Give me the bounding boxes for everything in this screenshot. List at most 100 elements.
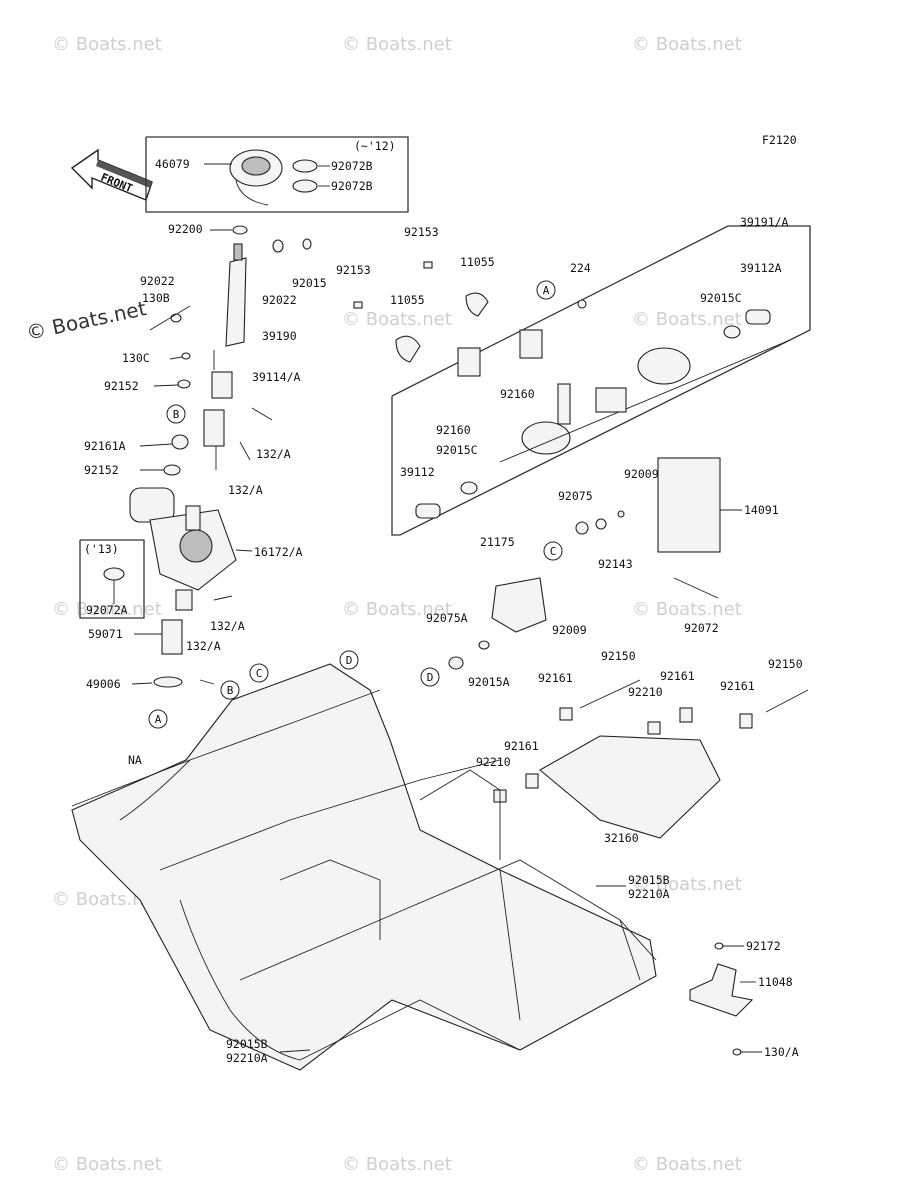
label-92075a: 92075A xyxy=(426,611,468,625)
label-130c: 130C xyxy=(122,351,150,365)
steering-rack xyxy=(353,261,791,519)
watermark-3: © Boats.net xyxy=(632,34,742,55)
watermark-5: © Boats.net xyxy=(342,309,452,330)
watermark-1: © Boats.net xyxy=(52,34,162,55)
svg-text:C: C xyxy=(256,667,263,680)
svg-text:A: A xyxy=(543,284,550,297)
front-arrow-icon: FRONT xyxy=(70,148,153,201)
group-box-top: (~'12) xyxy=(145,136,409,213)
label-92015a: 92015A xyxy=(468,675,510,689)
controller-area xyxy=(448,457,742,670)
label-132a-3: 132/A xyxy=(210,619,245,633)
label-92160-a: 92160 xyxy=(500,387,535,401)
steering-column xyxy=(149,225,312,476)
label-92161-a: 92161 xyxy=(538,671,573,685)
label-92072b-1: 92072B xyxy=(331,159,373,173)
watermark-15: © Boats.net xyxy=(632,1154,742,1175)
figure-code: F2120 xyxy=(762,133,797,147)
label-130b: 130B xyxy=(142,291,170,305)
label-92150-a: 92150 xyxy=(601,649,636,663)
callout-B-1: B xyxy=(166,404,186,424)
watermark-14: © Boats.net xyxy=(342,1154,452,1175)
main-frame xyxy=(71,663,657,1071)
bracket-11048 xyxy=(689,942,762,1056)
watermark-12: © Boats.net xyxy=(632,874,742,895)
label-92153-a: 92153 xyxy=(404,225,439,239)
watermark-13: © Boats.net xyxy=(52,1154,162,1175)
callout-C-2: C xyxy=(543,541,563,561)
label-92072: 92072 xyxy=(684,621,719,635)
group-box-left: ('13) xyxy=(79,539,145,619)
label-92161-c: 92161 xyxy=(720,679,755,693)
callout-C-1: C xyxy=(249,663,269,683)
label-132a-2: 132/A xyxy=(228,483,263,497)
watermark-9: © Boats.net xyxy=(632,599,742,620)
label-39112: 39112 xyxy=(400,465,435,479)
label-14091: 14091 xyxy=(744,503,779,517)
callout-B-2: B xyxy=(220,680,240,700)
svg-text:C: C xyxy=(550,545,557,558)
label-92015b-a: 92015B xyxy=(628,873,670,887)
label-92022-b: 92022 xyxy=(262,293,297,307)
label-92172: 92172 xyxy=(746,939,781,953)
callout-A-2: A xyxy=(536,280,556,300)
label-39191a: 39191/A xyxy=(740,215,789,229)
svg-text:B: B xyxy=(173,408,180,421)
label-92072a: 92072A xyxy=(86,603,128,617)
watermark-4: © Boats.net xyxy=(24,296,148,345)
label-130a: 130/A xyxy=(764,1045,799,1059)
rear-arm-group xyxy=(493,679,809,839)
label-92210a-b: 92210A xyxy=(226,1051,268,1065)
lower-joint xyxy=(153,595,233,688)
label-92143: 92143 xyxy=(598,557,633,571)
label-92150-b: 92150 xyxy=(768,657,803,671)
svg-text:B: B xyxy=(227,684,234,697)
rack-boundary xyxy=(391,225,811,536)
label-92009-b: 92009 xyxy=(552,623,587,637)
frame-label-na: NA xyxy=(128,753,142,767)
label-92152-b: 92152 xyxy=(84,463,119,477)
label-92160-b: 92160 xyxy=(436,423,471,437)
label-92075: 92075 xyxy=(558,489,593,503)
callout-A-1: A xyxy=(148,709,168,729)
label-92015c-a: 92015C xyxy=(700,291,742,305)
label-39190: 39190 xyxy=(262,329,297,343)
label-92210a-a: 92210A xyxy=(628,887,670,901)
group-note-left: ('13) xyxy=(84,542,119,556)
callout-D-1: D xyxy=(339,650,359,670)
label-132a-1: 132/A xyxy=(256,447,291,461)
label-92009-a: 92009 xyxy=(624,467,659,481)
label-11055-b: 11055 xyxy=(390,293,425,307)
label-11048: 11048 xyxy=(758,975,793,989)
watermark-2: © Boats.net xyxy=(342,34,452,55)
label-92022-a: 92022 xyxy=(140,274,175,288)
steering-gearbox xyxy=(129,487,253,611)
watermark-8: © Boats.net xyxy=(342,599,452,620)
svg-text:A: A xyxy=(155,713,162,726)
label-92015b-b: 92015B xyxy=(226,1037,268,1051)
label-92161-d: 92161 xyxy=(504,739,539,753)
label-46079: 46079 xyxy=(155,157,190,171)
label-32160: 32160 xyxy=(604,831,639,845)
label-39112a: 39112A xyxy=(740,261,782,275)
label-11055-a: 11055 xyxy=(460,255,495,269)
label-92210-a: 92210 xyxy=(628,685,663,699)
watermark-6: © Boats.net xyxy=(632,309,742,330)
label-92153-b: 92153 xyxy=(336,263,371,277)
callout-D-2: D xyxy=(420,667,440,687)
svg-text:D: D xyxy=(346,654,353,667)
label-92152-a: 92152 xyxy=(104,379,139,393)
label-21175: 21175 xyxy=(480,535,515,549)
label-224: 224 xyxy=(570,261,591,275)
label-92161-b: 92161 xyxy=(660,669,695,683)
label-59071: 59071 xyxy=(88,627,123,641)
label-16172a: 16172/A xyxy=(254,545,303,559)
label-92072b-2: 92072B xyxy=(331,179,373,193)
label-92200: 92200 xyxy=(168,222,203,236)
label-49006: 49006 xyxy=(86,677,121,691)
label-132a-4: 132/A xyxy=(186,639,221,653)
label-92161a: 92161A xyxy=(84,439,126,453)
label-92015c-b: 92015C xyxy=(436,443,478,457)
